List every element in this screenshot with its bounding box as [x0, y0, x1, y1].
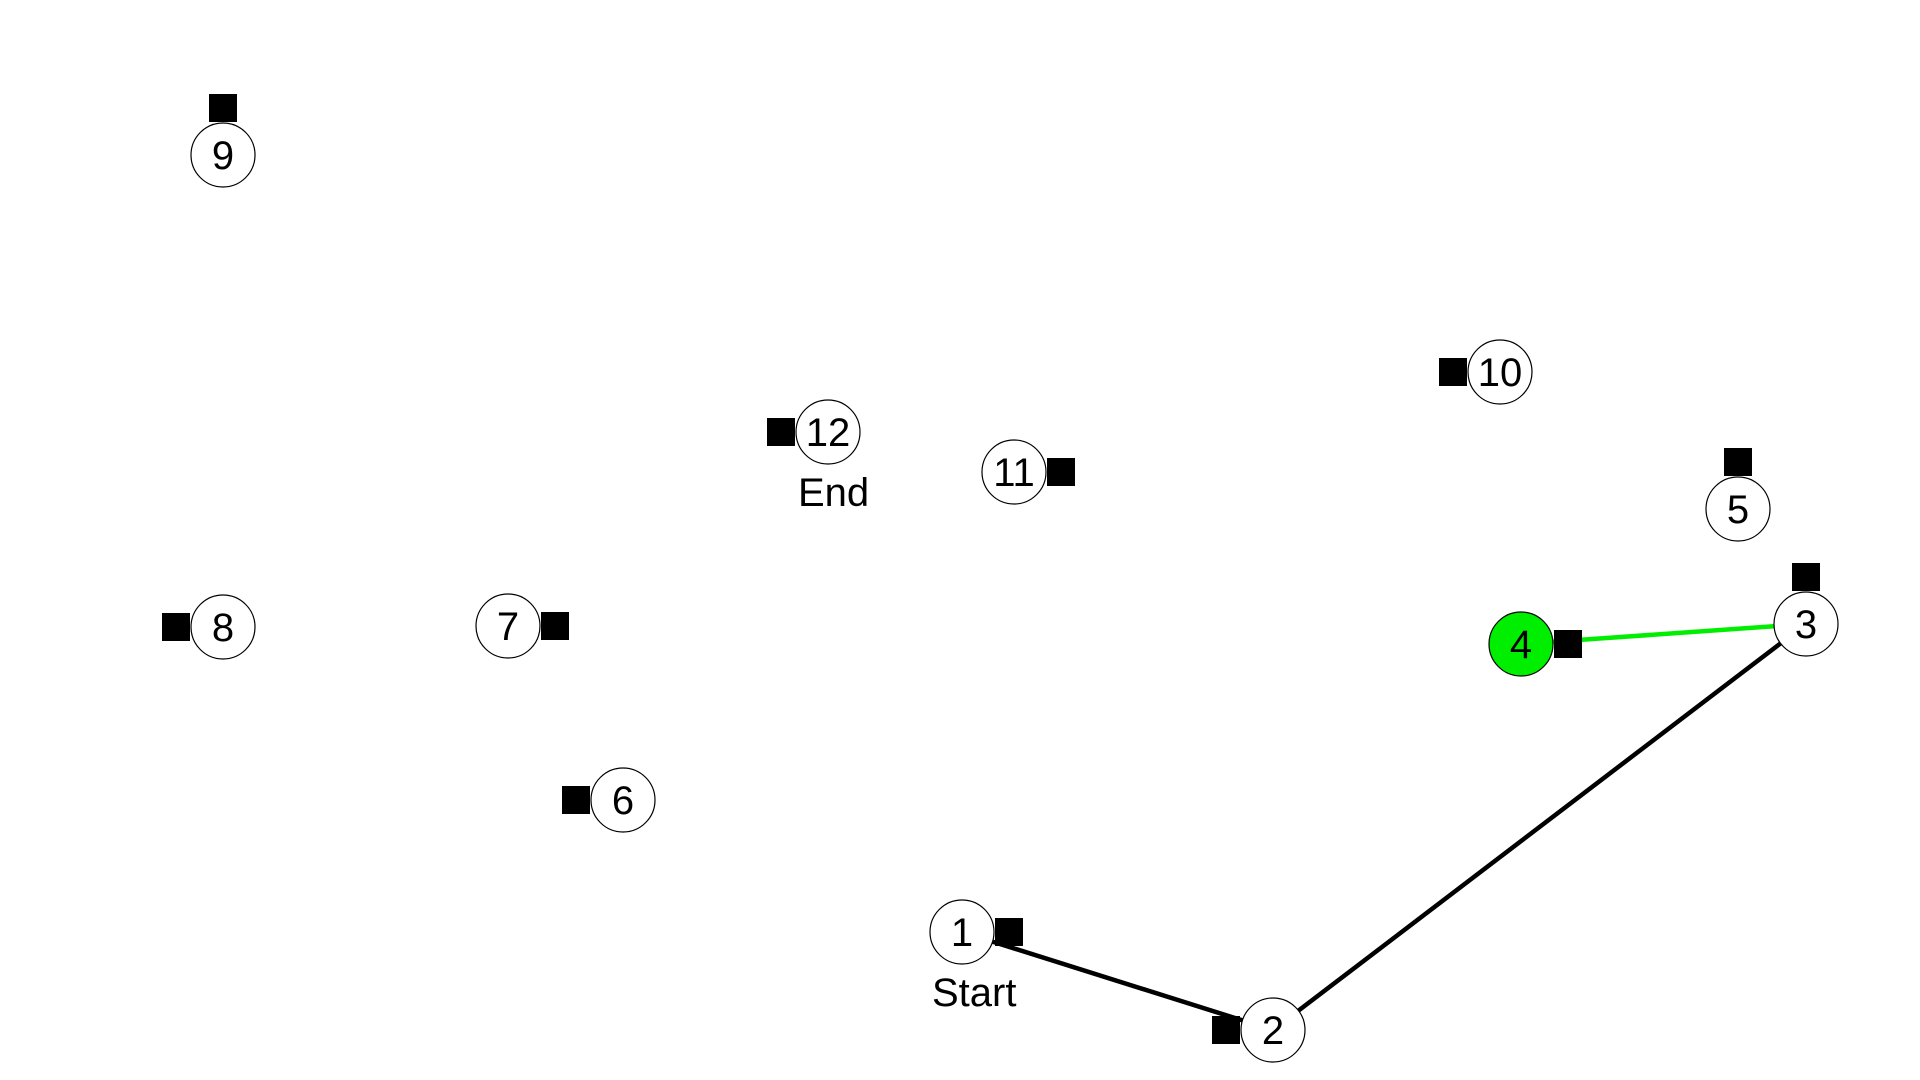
node-8-circle[interactable] [190, 594, 256, 660]
node-6-circle[interactable] [590, 767, 656, 833]
node-9-label: 9 [212, 134, 234, 178]
node-4[interactable]: 4 [1488, 611, 1582, 677]
node-12-handle[interactable] [767, 418, 795, 446]
node-6-handle[interactable] [562, 786, 590, 814]
node-8-label: 8 [212, 606, 234, 650]
node-3-label: 3 [1795, 603, 1817, 647]
node-2-handle[interactable] [1212, 1016, 1240, 1044]
path-segment-2-3 [1271, 622, 1808, 1032]
node-10-label: 10 [1478, 351, 1523, 395]
path-segment-1-2 [961, 929, 1274, 1033]
node-2-circle[interactable] [1240, 997, 1306, 1063]
node-6-label: 6 [612, 779, 634, 823]
node-7-label: 7 [497, 605, 519, 649]
path-lines-layer [961, 621, 1808, 1033]
node-9[interactable]: 9 [190, 94, 256, 188]
node-5[interactable]: 5 [1705, 448, 1771, 542]
node-3[interactable]: 3 [1773, 563, 1839, 657]
node-7-circle[interactable] [475, 593, 541, 659]
node-12-label: 12 [806, 411, 851, 455]
node-7[interactable]: 7 [475, 593, 569, 659]
node-9-handle[interactable] [209, 94, 237, 122]
node-11[interactable]: 11 [981, 439, 1075, 505]
node-12-circle[interactable] [795, 399, 861, 465]
node-10-circle[interactable] [1467, 339, 1533, 405]
node-10-handle[interactable] [1439, 358, 1467, 386]
node-6[interactable]: 6 [562, 767, 656, 833]
node-10[interactable]: 10 [1439, 339, 1533, 405]
node-2[interactable]: 2 [1212, 997, 1306, 1063]
node-8[interactable]: 8 [162, 594, 256, 660]
node-1-label: 1 [951, 911, 973, 955]
node-11-circle[interactable] [981, 439, 1047, 505]
node-3-handle[interactable] [1792, 563, 1820, 591]
node-5-label: 5 [1727, 488, 1749, 532]
node-11-handle[interactable] [1047, 458, 1075, 486]
node-4-handle[interactable] [1554, 630, 1582, 658]
node-1-tag: Start [932, 971, 1016, 1015]
node-8-handle[interactable] [162, 613, 190, 641]
node-5-circle[interactable] [1705, 476, 1771, 542]
node-2-label: 2 [1262, 1009, 1284, 1053]
node-9-circle[interactable] [190, 122, 256, 188]
node-4-circle[interactable] [1488, 611, 1554, 677]
node-1-circle[interactable] [929, 899, 995, 965]
node-12-tag: End [798, 471, 869, 515]
node-4-label: 4 [1510, 623, 1532, 667]
node-3-circle[interactable] [1773, 591, 1839, 657]
node-1-handle[interactable] [995, 918, 1023, 946]
node-5-handle[interactable] [1724, 448, 1752, 476]
node-7-handle[interactable] [541, 612, 569, 640]
node-11-label: 11 [993, 451, 1035, 495]
